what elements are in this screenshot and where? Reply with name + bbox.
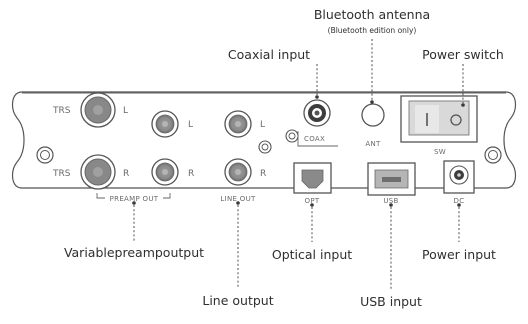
preamp-left-label: L [188, 120, 193, 130]
rca-jack-icon [224, 158, 252, 186]
callout-power-switch: Power switch [422, 47, 504, 62]
usb-b-port-icon [367, 162, 416, 196]
trs-bottom-label: TRS [52, 169, 71, 179]
line-out-label: LINE OUT [220, 195, 256, 203]
trs-left-label: L [123, 106, 128, 116]
ant-label: ANT [365, 140, 381, 148]
chassis-outline [11, 91, 517, 189]
leader-usb [389, 203, 393, 290]
trs-top-label: TRS [52, 106, 71, 116]
coax-label: COAX [304, 135, 325, 143]
antenna-port-icon [361, 103, 385, 127]
leader-bluetooth [370, 39, 374, 104]
callout-bluetooth-antenna: Bluetooth antenna [314, 7, 430, 22]
leader-optical [310, 203, 314, 242]
rca-jack-icon [151, 110, 179, 138]
coax-jack-icon [303, 99, 331, 127]
line-right-label: R [260, 169, 266, 179]
leader-power-input [457, 203, 461, 242]
leader-power-switch [461, 64, 465, 107]
trs-jack-icon [80, 154, 116, 190]
screw-icon [484, 146, 502, 164]
dc-jack-icon [443, 160, 475, 194]
rca-jack-icon [151, 158, 179, 186]
callout-usb-input: USB input [360, 294, 422, 309]
callout-power-input: Power input [422, 247, 496, 262]
optical-port-icon [293, 162, 332, 194]
preamp-bracket-left [96, 193, 105, 199]
trs-jack-icon [80, 92, 116, 128]
preamp-right-label: R [188, 169, 194, 179]
leader-coaxial [315, 64, 319, 99]
callout-optical-input: Optical input [272, 247, 352, 262]
dc-label: DC [454, 197, 465, 205]
rocker-switch-icon [400, 95, 478, 143]
screw-icon [36, 146, 54, 164]
callout-coaxial-input: Coaxial input [228, 47, 310, 62]
preamp-bracket-right [163, 193, 171, 199]
line-left-label: L [260, 120, 265, 130]
sw-label: SW [434, 148, 446, 156]
trs-right-label: R [123, 169, 129, 179]
rca-jack-icon [224, 110, 252, 138]
coax-label-bracket [297, 131, 338, 147]
usb-label: USB [383, 197, 398, 205]
callout-bluetooth-note: (Bluetooth edition only) [328, 26, 417, 35]
callout-line-output: Line output [202, 293, 273, 308]
leader-line-output [236, 201, 240, 289]
leader-preamp [132, 201, 136, 241]
opt-label: OPT [305, 197, 320, 205]
preamp-out-label: PREAMP OUT [110, 195, 159, 203]
callout-variable-preamp-output: Variablepreampoutput [64, 245, 204, 260]
screw-icon [285, 129, 299, 143]
screw-icon [258, 140, 272, 154]
